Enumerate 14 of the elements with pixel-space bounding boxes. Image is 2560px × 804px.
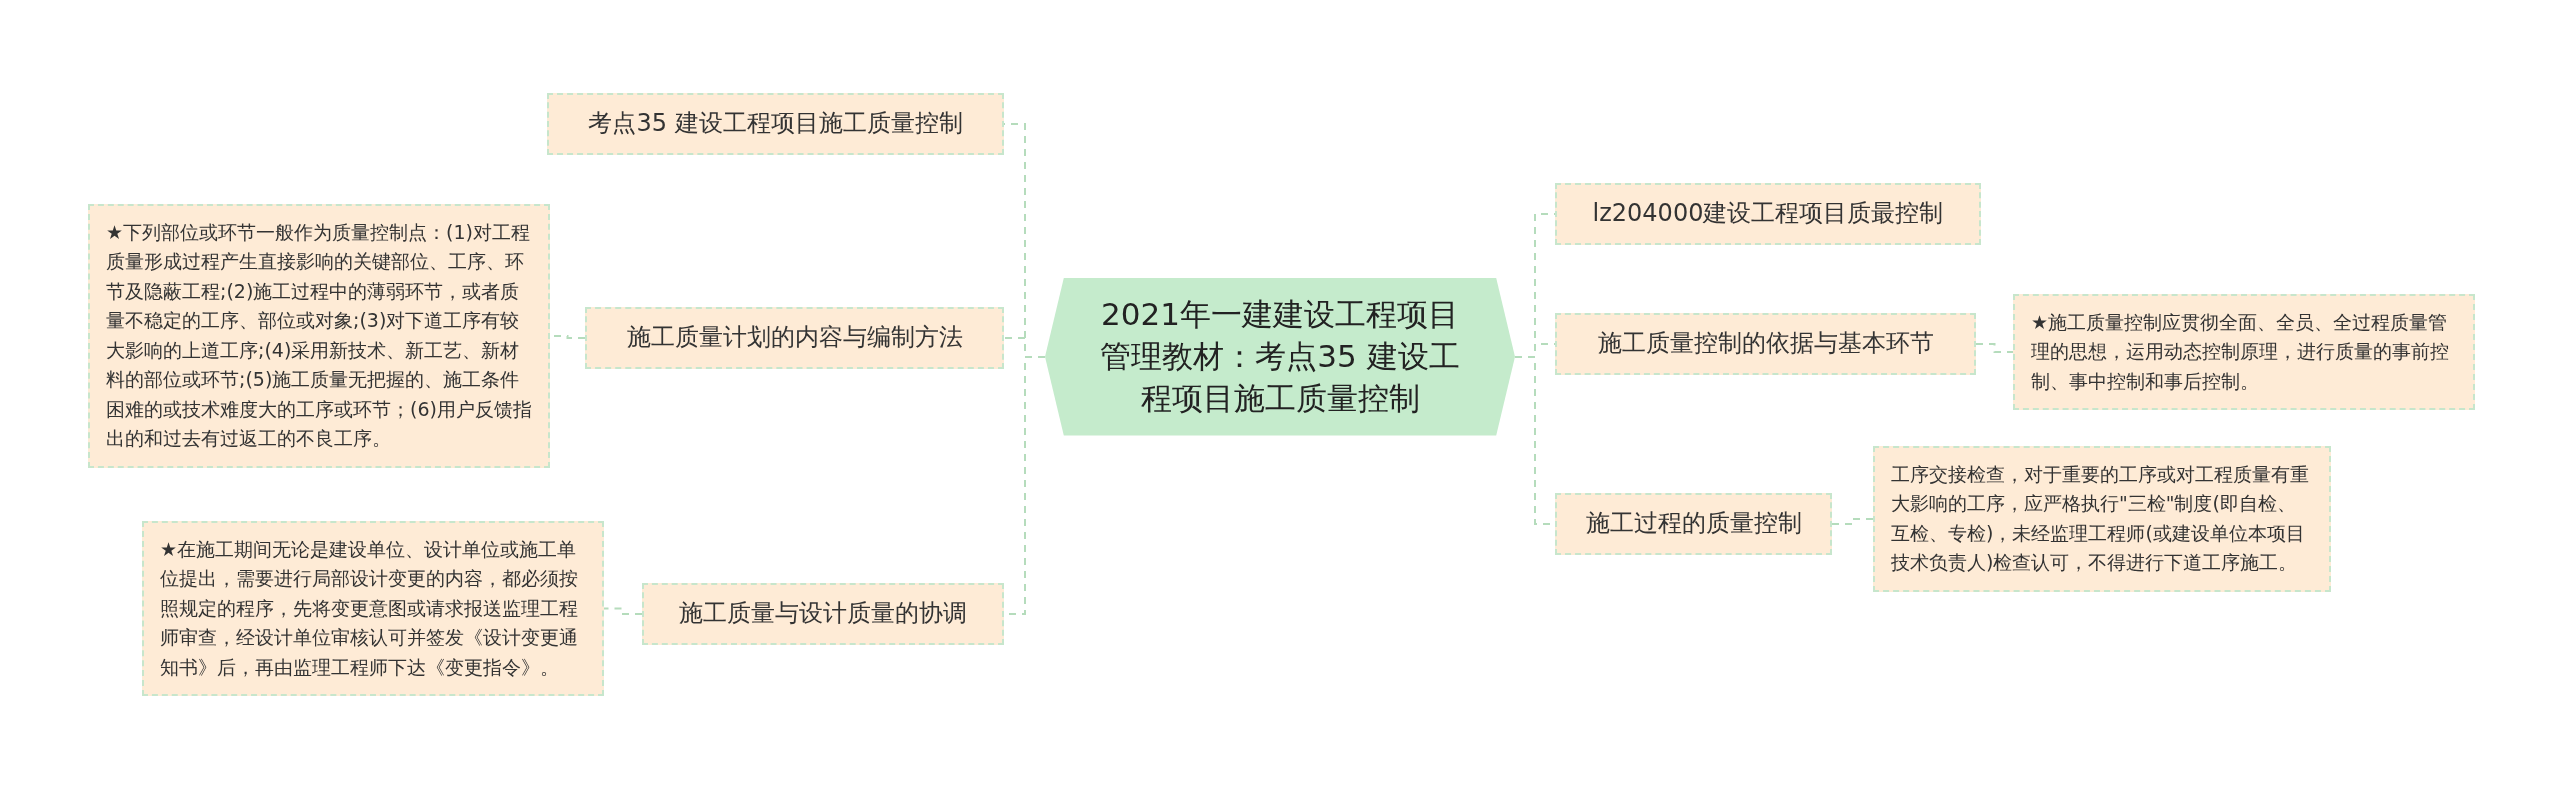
central-topic: 2021年一建建设工程项目管理教材：考点35 建设工程项目施工质量控制 <box>1045 278 1515 436</box>
note-box: ★在施工期间无论是建设单位、设计单位或施工单位提出，需要进行局部设计变更的内容，都必须按照规定的程序，先将变更意图或请求报送监理工程师审查，经设计单位审核认可并签发《设计变更通知书》后，再由监理工程师下达《变更指令》。 <box>142 521 604 697</box>
topic-box: 施工质量与设计质量的协调 <box>642 583 1004 645</box>
connector-line <box>603 607 643 615</box>
connector-line <box>1975 343 2014 353</box>
connector-line <box>1831 518 1874 525</box>
topic-box: 施工质量计划的内容与编制方法 <box>585 307 1004 369</box>
topic-box: 考点35 建设工程项目施工质量控制 <box>547 93 1004 155</box>
topic-box: 施工过程的质量控制 <box>1555 493 1832 555</box>
topic-box: 施工质量控制的依据与基本环节 <box>1555 313 1976 375</box>
topic-box: lz204000建设工程项目质最控制 <box>1555 183 1981 245</box>
note-box: ★施工质量控制应贯彻全面、全员、全过程质量管理的思想，运用动态控制原理，进行质量的事前控制、事中控制和事后控制。 <box>2013 294 2475 411</box>
note-box: ★下列部位或环节一般作为质量控制点：(1)对工程质量形成过程产生直接影响的关键部位、工序、环节及隐蔽工程;(2)施工过程中的薄弱环节，或者质量不稳定的工序、部位或对象;(3)对下道工序有较大影响的上道工序;(4)采用新技术、新工艺、新材料的部位或环节;(5)施工质量无把握的、施工条件困难的或技术难度大的工序或环节；(6)用户反馈指出的和过去有过返工的不良工序。 <box>88 204 550 468</box>
note-box: 工序交接检查，对于重要的工序或对工程质量有重大影响的工序，应严格执行"三检"制度(即自检、互检、专检)，未经监理工程师(或建设单位本项目技术负责人)检查认可，不得进行下道工序施工。 <box>1873 446 2331 592</box>
